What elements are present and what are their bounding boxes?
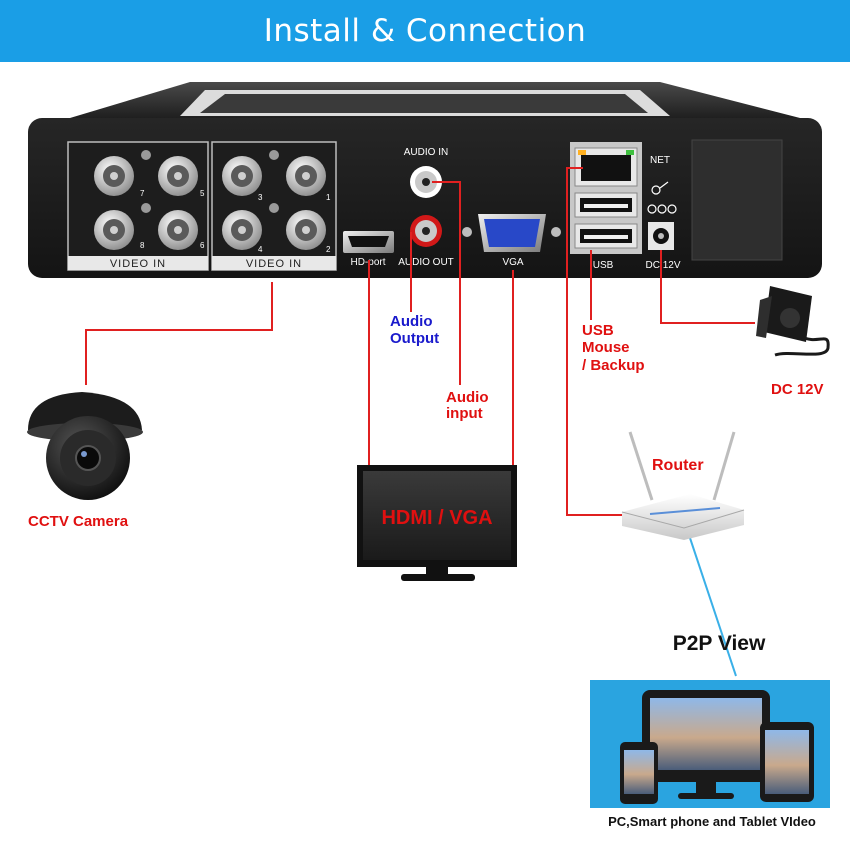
bnc-connector [222, 210, 262, 250]
audio-out-jack [410, 215, 442, 247]
screw-icon [269, 150, 279, 160]
bnc-connector [158, 210, 198, 250]
dc-callout: DC 12V [771, 381, 824, 398]
mouse-icon [651, 181, 669, 195]
camera-cable [85, 282, 273, 385]
bnc-connector [94, 210, 134, 250]
usb-callout-line3: / Backup [582, 357, 645, 374]
channel-number: 8 [140, 241, 145, 250]
connection-lines [85, 167, 755, 677]
screw-icon [141, 150, 151, 160]
channel-number: 3 [258, 193, 263, 202]
power-adapter [756, 286, 830, 357]
devices-caption-bg [590, 808, 830, 834]
bnc-connector [286, 210, 326, 250]
usb-callout-line1: USB [582, 322, 614, 339]
audio-output-callout-line2: Output [390, 330, 439, 347]
channel-number: 6 [200, 241, 205, 250]
bnc-connector [158, 156, 198, 196]
video-in-label-bg-left [68, 256, 208, 270]
usb-port [574, 192, 638, 218]
router [621, 431, 745, 540]
screw-icon [551, 227, 561, 237]
usb-label: USB [593, 260, 614, 271]
p2p-view-title: P2P View [673, 632, 766, 655]
audio-out-label: AUDIO OUT [398, 257, 454, 268]
audio-in-cable [432, 181, 461, 385]
video-in-label-left: VIDEO IN [110, 258, 166, 270]
audio-input-callout-line1: Audio [446, 389, 489, 406]
screw-icon [269, 203, 279, 213]
hdmi-port [343, 231, 394, 253]
video-in-label-right: VIDEO IN [246, 258, 302, 270]
bnc-connector [222, 156, 262, 196]
audio-in-jack [410, 166, 442, 198]
video-in-label-bg-right [212, 256, 336, 270]
polarity-icon [647, 204, 677, 214]
router-callout: Router [652, 457, 704, 474]
vga-label: VGA [502, 257, 523, 268]
dc-cable [660, 250, 755, 324]
vga-port [478, 214, 546, 252]
channel-number: 4 [258, 245, 263, 254]
screw-icon [141, 203, 151, 213]
net-port [574, 147, 638, 187]
page-title: Install & Connection [263, 13, 587, 49]
dc-power-jack [648, 222, 674, 250]
tablet-icon [760, 722, 814, 802]
channel-number: 5 [200, 189, 205, 198]
devices-panel [590, 680, 830, 834]
devices-caption: PC,Smart phone and Tablet VIdeo [608, 814, 816, 829]
dvr-recorder: VIDEO IN VIDEO IN [28, 82, 822, 278]
p2p-link [689, 537, 737, 677]
network-cable [566, 167, 628, 516]
smartphone-icon [620, 742, 658, 804]
desktop-icon [642, 690, 770, 799]
hdmi-vga-monitor [357, 465, 517, 581]
cctv-camera [27, 392, 143, 500]
channel-number: 2 [326, 245, 331, 254]
dc-label: DC 12V [645, 260, 680, 271]
audio-input-callout-line2: input [446, 405, 483, 422]
channel-number: 7 [140, 189, 145, 198]
header-banner [0, 0, 850, 62]
screw-icon [462, 227, 472, 237]
audio-output-callout-line1: Audio [390, 313, 433, 330]
dvr-side-plate [691, 139, 783, 261]
channel-number: 1 [326, 193, 331, 202]
camera-callout: CCTV Camera [28, 513, 129, 530]
usb-port [574, 223, 638, 249]
monitor-callout: HDMI / VGA [381, 507, 492, 529]
dvr-top-window [200, 94, 648, 113]
usb-callout-line2: Mouse [582, 339, 630, 356]
bnc-connector [286, 156, 326, 196]
audio-in-label: AUDIO IN [404, 147, 448, 158]
net-label: NET [650, 155, 670, 166]
bnc-connector [94, 156, 134, 196]
